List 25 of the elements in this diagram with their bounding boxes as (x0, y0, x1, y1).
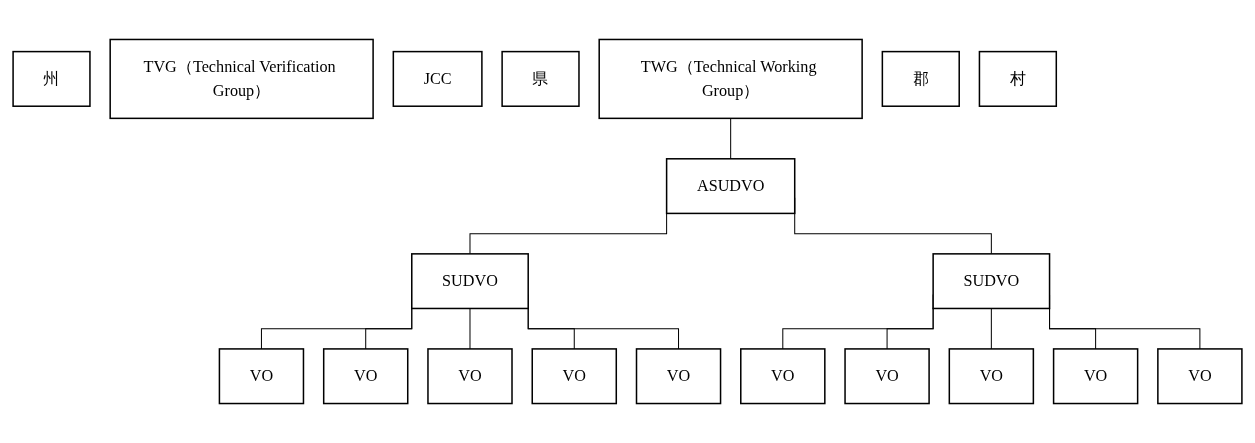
node-box: SUDVO (411, 253, 529, 310)
node-box: 県 (501, 50, 580, 107)
node-box: 村 (978, 50, 1058, 107)
node-box: VO (531, 348, 618, 405)
node-box: VO (322, 348, 409, 405)
node-box: 州 (12, 50, 91, 107)
node-box: 郡 (881, 50, 960, 107)
node-box: VO (427, 348, 513, 405)
node-box: JCC (392, 50, 483, 107)
node-box: VO (1052, 348, 1139, 405)
node-box: VO (844, 348, 930, 405)
connector (469, 307, 471, 350)
connector (990, 307, 992, 350)
node-box: TVG（Technical Verification Group） (109, 38, 374, 120)
node-box: SUDVO (932, 253, 1051, 310)
node-box: VO (1157, 348, 1243, 405)
connector (365, 307, 413, 350)
node-box: TWG（Technical Working Group） (598, 38, 863, 120)
node-box: VO (948, 348, 1035, 405)
node-box: VO (740, 348, 826, 405)
node-box: VO (218, 348, 305, 405)
connector (886, 307, 934, 350)
node-box: VO (635, 348, 722, 405)
connector (730, 117, 732, 160)
node-box: ASUDVO (665, 158, 796, 215)
